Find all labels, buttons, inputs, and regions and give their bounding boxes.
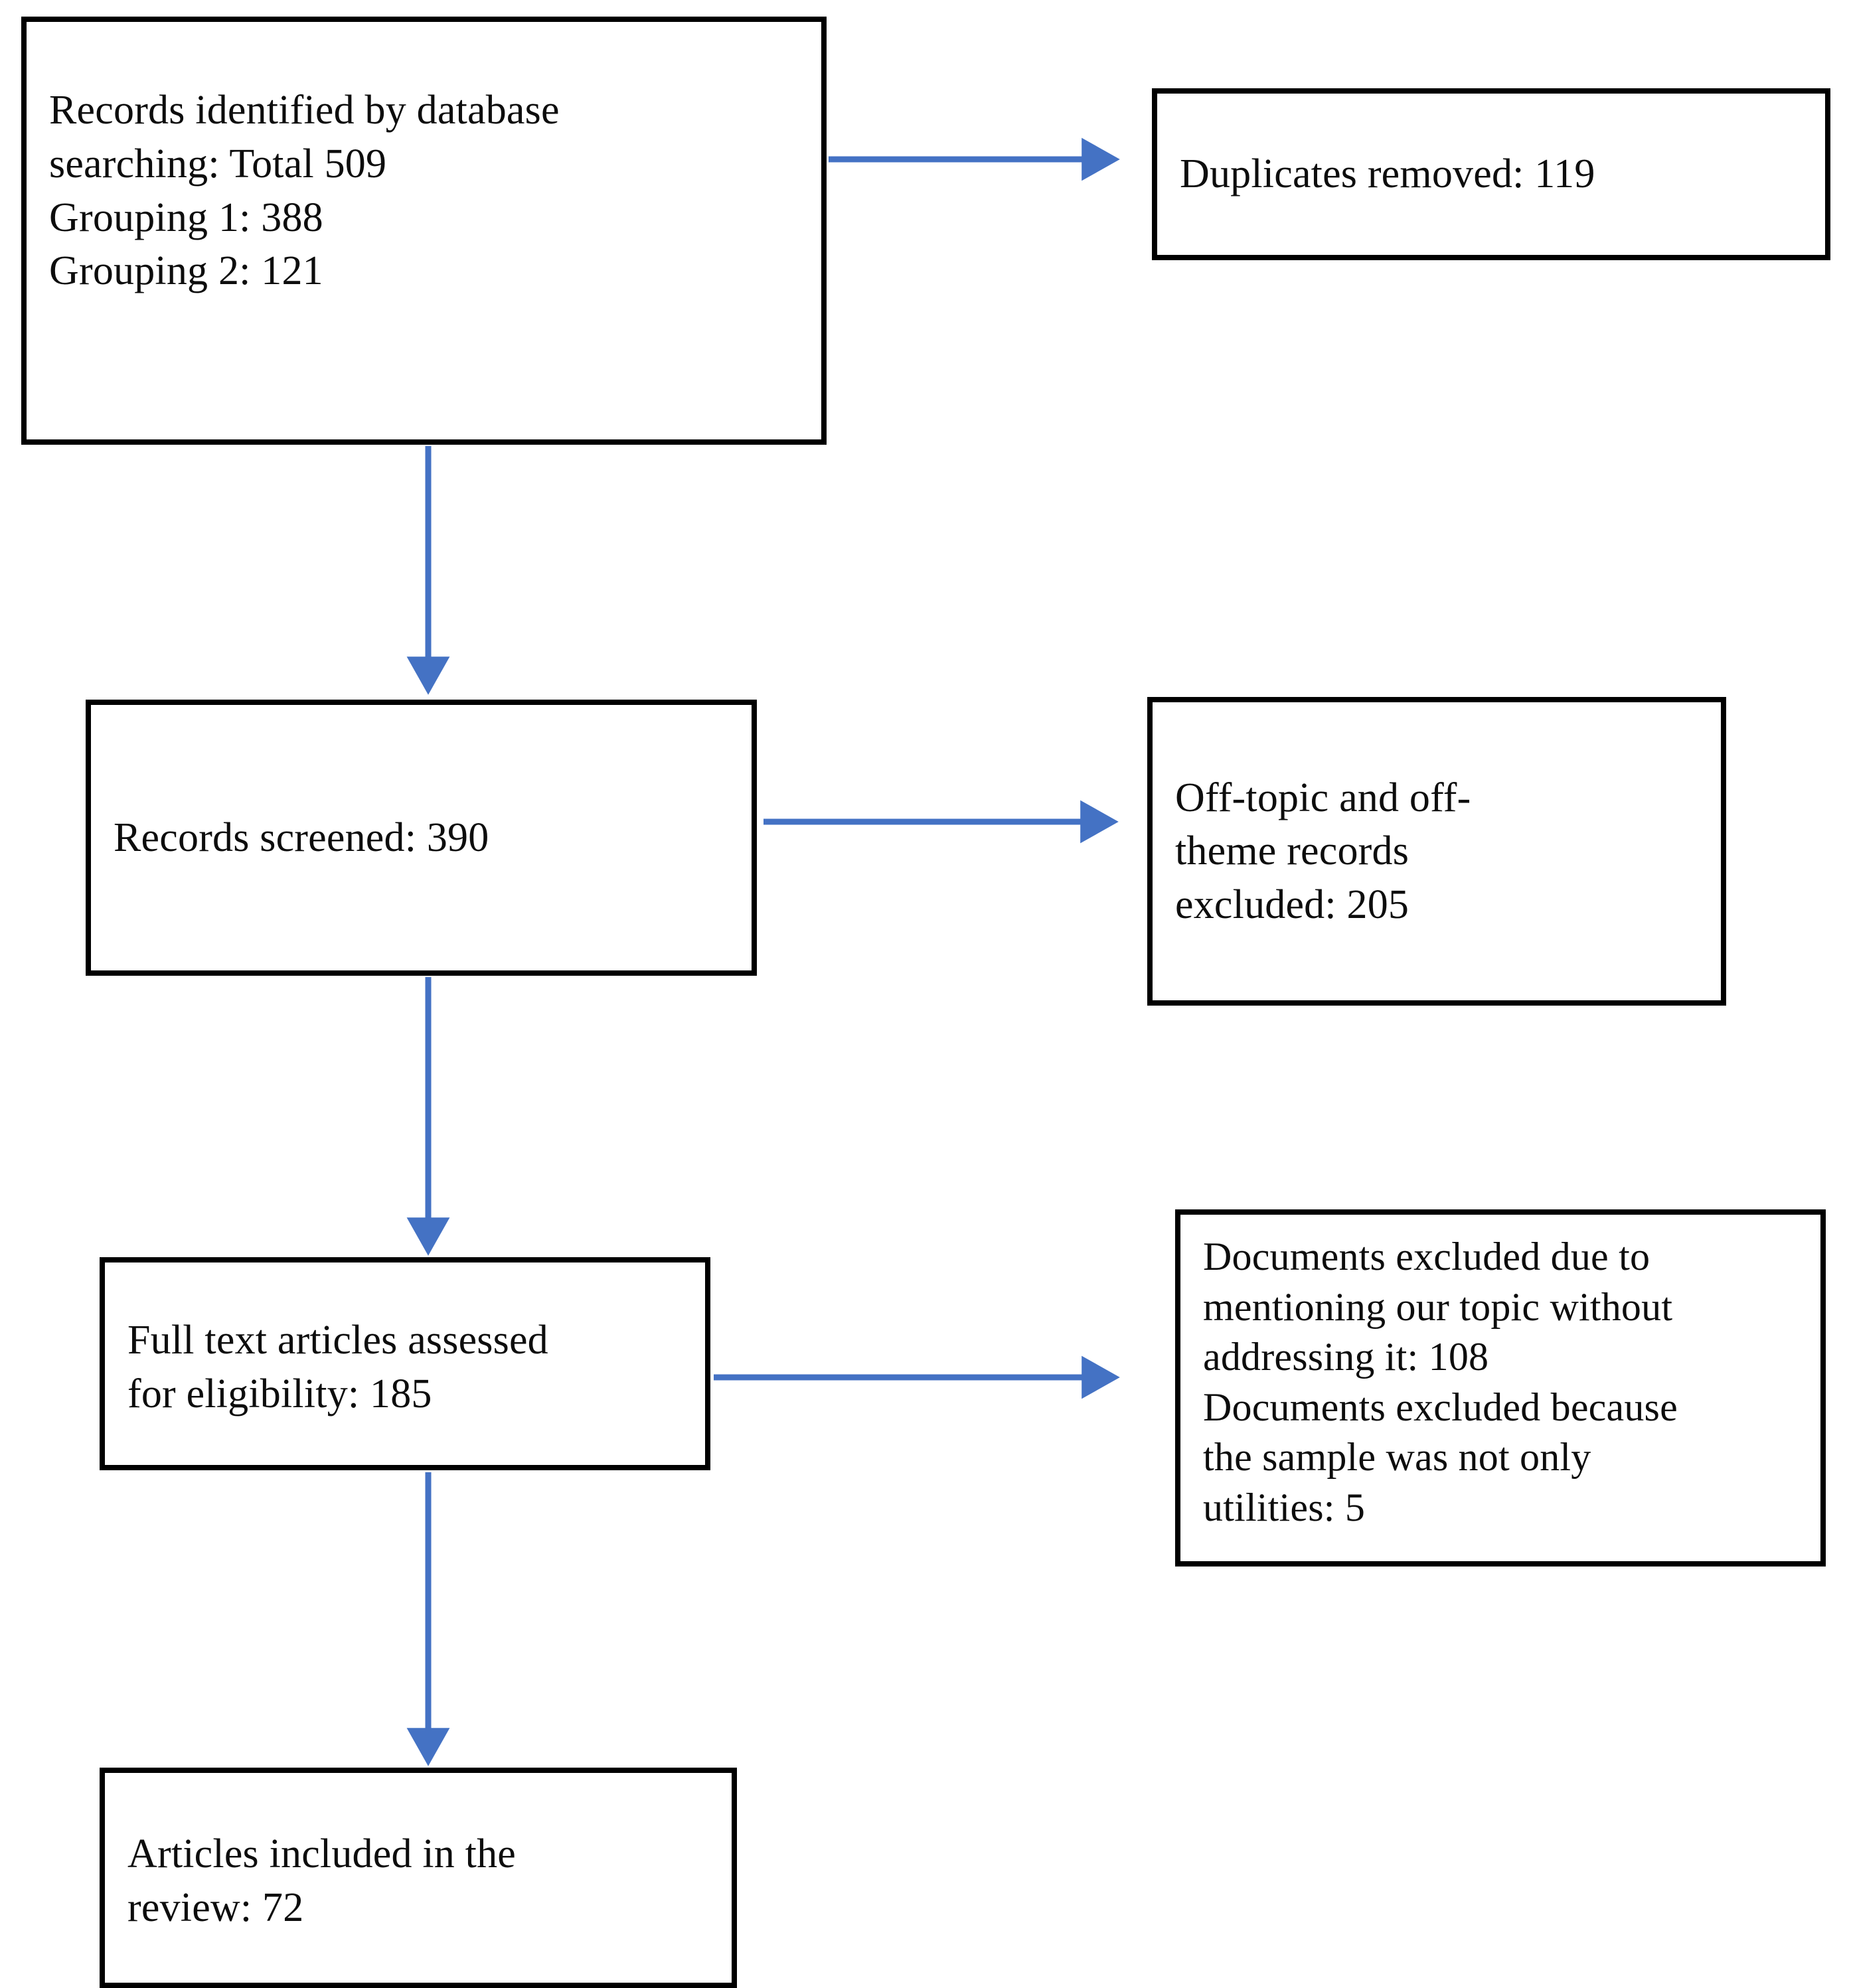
documents-excluded-text: Documents excluded due to mentioning our… — [1203, 1235, 1678, 1529]
records-screened-text: Records screened: 390 — [114, 814, 489, 860]
full-text-articles-assessed-text: Full text articles assessed for eligibil… — [127, 1317, 548, 1416]
box-records-identified: Records identified by database searching… — [21, 17, 827, 445]
box-full-text-articles-assessed: Full text articles assessed for eligibil… — [100, 1257, 710, 1470]
box-documents-excluded: Documents excluded due to mentioning our… — [1175, 1209, 1826, 1567]
box-duplicates-removed: Duplicates removed: 119 — [1152, 88, 1830, 260]
box-off-topic-records-excluded: Off-topic and off- theme records exclude… — [1147, 697, 1726, 1006]
records-identified-text: Records identified by database searching… — [49, 88, 560, 294]
articles-included-text: Articles included in the review: 72 — [127, 1831, 517, 1930]
off-topic-records-excluded-text: Off-topic and off- theme records exclude… — [1175, 775, 1471, 927]
duplicates-removed-text: Duplicates removed: 119 — [1180, 151, 1595, 197]
box-records-screened: Records screened: 390 — [86, 700, 757, 976]
box-articles-included: Articles included in the review: 72 — [100, 1768, 737, 1988]
